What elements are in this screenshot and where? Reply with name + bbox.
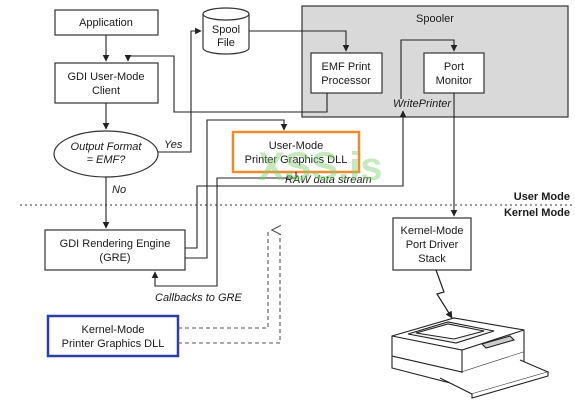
yes-label: Yes — [164, 139, 183, 151]
edge-emf-to-client — [124, 55, 328, 113]
kernel-dll-line-1: Kernel-Mode — [82, 324, 145, 336]
edge-spool-to-emf — [249, 30, 350, 52]
edge-yes-to-spool — [158, 27, 202, 153]
output-format-decision: Output Format = EMF? — [53, 130, 159, 178]
emf-processor-line-1: EMF Print — [322, 61, 371, 73]
watermark: XSS.is — [258, 145, 383, 189]
user-mode-label: User Mode — [514, 191, 570, 203]
gre-line-2: (GRE) — [99, 252, 130, 264]
edge-gre-to-user-dll — [185, 119, 288, 259]
kernel-dll-dashed-connectors — [178, 230, 280, 344]
connectors — [102, 27, 458, 287]
emf-processor-line-2: Processor — [321, 75, 371, 87]
port-driver-line-1: Kernel-Mode — [401, 225, 464, 237]
gdi-client-line-1: GDI User-Mode — [67, 71, 144, 83]
edge-raw-data-stream — [185, 110, 407, 249]
kernel-mode-printer-graphics-dll-box: Kernel-Mode Printer Graphics DLL — [46, 314, 180, 358]
edge-kernel-dll-dashed-1 — [178, 232, 269, 329]
lightning-bolt-icon — [435, 269, 453, 319]
decision-line-1: Output Format — [71, 141, 143, 153]
spool-file-line-1: Spool — [212, 24, 240, 36]
port-monitor-box: Port Monitor — [423, 52, 485, 94]
kernel-mode-port-driver-stack-box: Kernel-Mode Port Driver Stack — [392, 217, 472, 271]
spooler-label: Spooler — [416, 13, 454, 25]
gre-line-1: GDI Rendering Engine — [60, 238, 171, 250]
port-driver-line-3: Stack — [418, 253, 446, 265]
no-label: No — [112, 184, 126, 196]
port-monitor-line-1: Port — [444, 61, 464, 73]
application-box: Application — [54, 9, 159, 36]
write-printer-label: WritePrinter — [393, 98, 452, 110]
raw-data-stream-label: RAW data stream — [285, 174, 372, 186]
gdi-user-mode-client-box: GDI User-Mode Client — [54, 62, 159, 104]
gdi-client-line-2: Client — [92, 85, 120, 97]
kernel-mode-label: Kernel Mode — [504, 207, 570, 219]
edge-kernel-dll-dashed-2 — [178, 230, 280, 344]
kernel-dll-line-2: Printer Graphics DLL — [62, 338, 165, 350]
spool-file-cylinder: Spool File — [202, 7, 250, 55]
emf-print-processor-box: EMF Print Processor — [310, 52, 383, 94]
spool-file-line-2: File — [217, 37, 235, 49]
gdi-rendering-engine-box: GDI Rendering Engine (GRE) — [44, 229, 186, 271]
user-dll-line-2: Printer Graphics DLL — [245, 154, 348, 166]
edge-writeprinter-to-port-monitor — [400, 39, 458, 99]
port-monitor-line-2: Monitor — [436, 75, 473, 87]
application-label: Application — [79, 17, 133, 29]
decision-line-2: = EMF? — [87, 154, 127, 166]
printer-icon — [391, 317, 550, 399]
edge-callbacks-to-gre — [151, 172, 297, 287]
callbacks-to-gre-label: Callbacks to GRE — [155, 292, 242, 304]
port-driver-line-2: Port Driver — [406, 239, 459, 251]
user-dll-line-1: User-Mode — [269, 140, 323, 152]
